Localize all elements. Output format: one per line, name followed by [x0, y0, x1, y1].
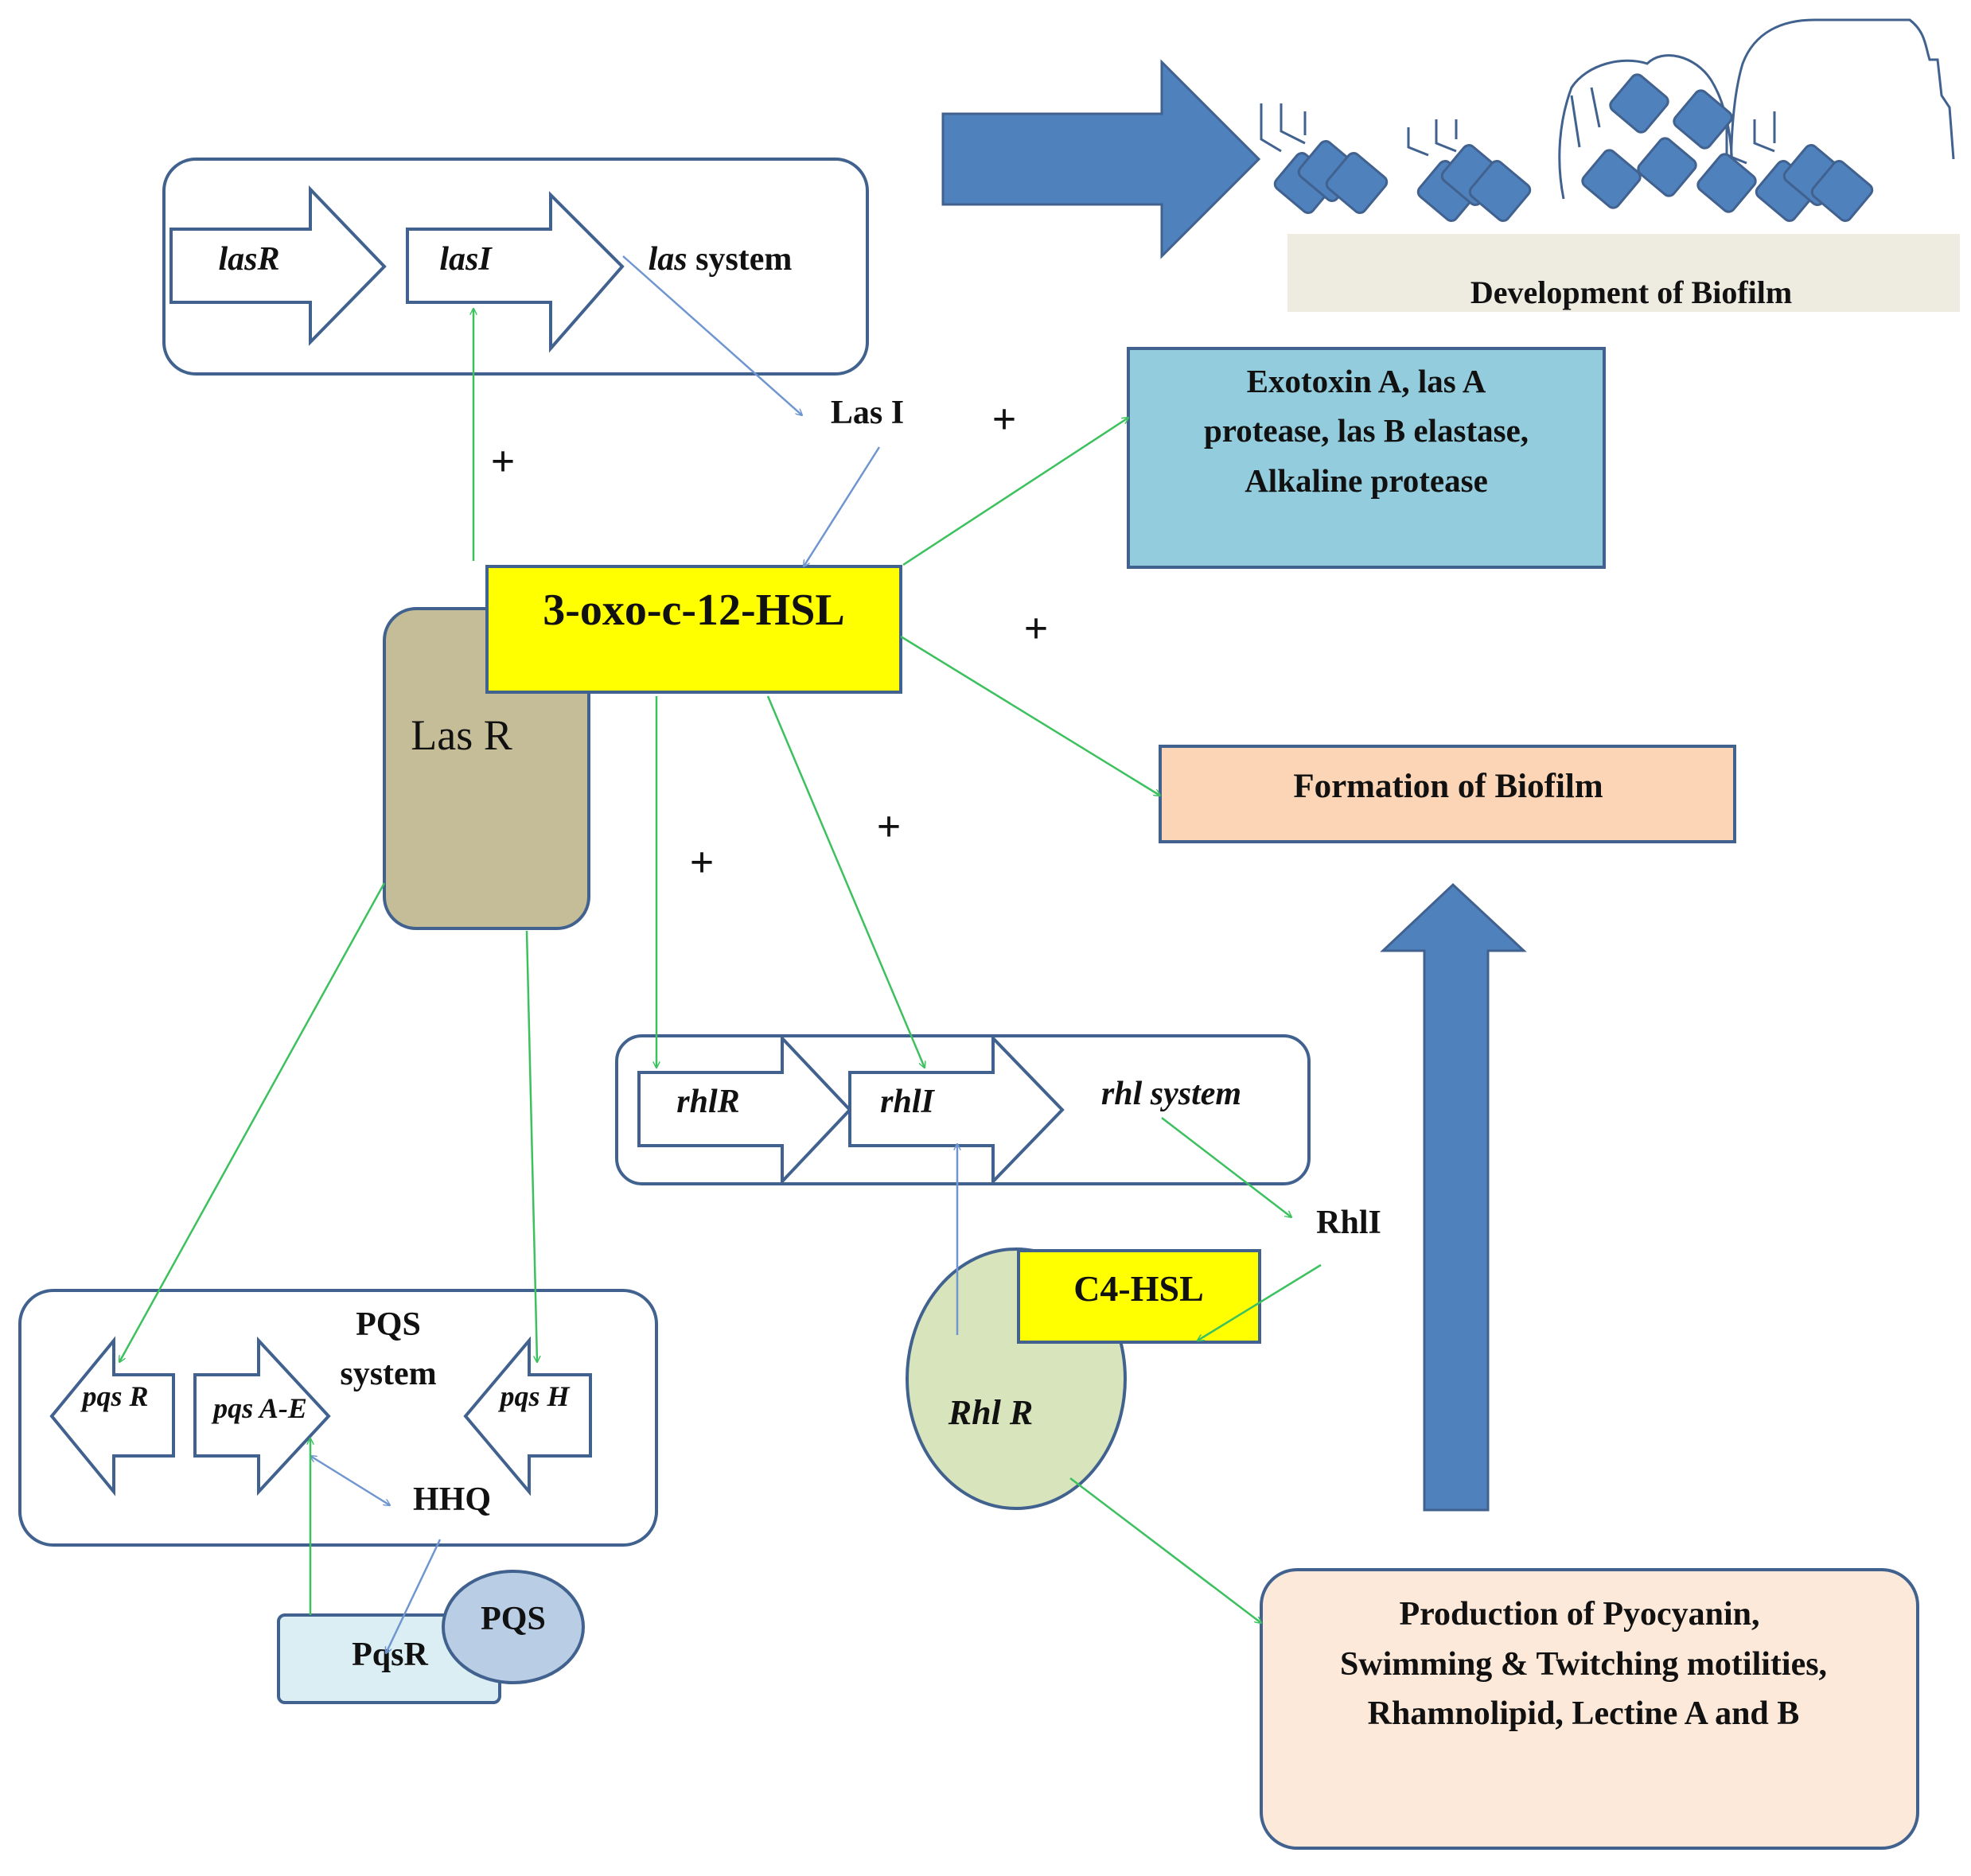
plus-sign-biofilm: +: [1024, 605, 1049, 652]
rhl-i-protein-label: RhlI: [1316, 1205, 1381, 1241]
bacterial-cells: [1273, 73, 1874, 222]
hsl-to-exotoxin: [902, 418, 1128, 566]
production-line-3: Rhamnolipid, Lectine A and B: [1368, 1695, 1800, 1732]
hsl-main-box: [485, 565, 902, 694]
rhl-system-label: rhl system: [1101, 1076, 1241, 1112]
lasI-protein-to-hsl: [804, 446, 881, 566]
pqs-label: PQS: [481, 1601, 546, 1637]
rhlI-protein-to-c4-hsl: [1198, 1263, 1322, 1341]
hsl-to-biofilm-formation: [900, 635, 1160, 796]
biofilm-outline-2: [1729, 18, 1955, 200]
biofilm-formation-box: [1159, 745, 1736, 843]
lasR-to-pqsH-gene: [525, 930, 537, 1362]
lasR-to-pqsR-gene: [119, 882, 386, 1362]
lasR-gene-label: lasR: [218, 241, 279, 278]
biofilm-development-label: Development of Biofilm: [1470, 274, 1792, 310]
pqsA-E-gene-arrow: [193, 1336, 331, 1497]
big-up-arrow: [1380, 882, 1527, 1512]
pqs-system-title-1: PQS: [356, 1306, 421, 1343]
rhlI-gene-arrow: [848, 1034, 1065, 1185]
big-right-arrow: [941, 59, 1261, 259]
exotoxin-box: [1127, 347, 1606, 569]
pqs-system-container: [18, 1289, 658, 1547]
biofilm-development-illustration: Development of Biofilm: [941, 18, 1960, 312]
hhq-to-pqsr: [386, 1539, 442, 1653]
production-line-2: Swimming & Twitching motilities,: [1340, 1646, 1827, 1683]
pqs-signal: [442, 1570, 585, 1684]
production-line-1: Production of Pyocyanin,: [1399, 1596, 1759, 1633]
lasI-gene-label: lasI: [439, 241, 493, 278]
rhlI-gene-label: rhlI: [880, 1084, 935, 1120]
las-system-to-lasI-protein: [622, 255, 802, 415]
biofilm-substrate: [1287, 234, 1960, 312]
plus-signs: + + + + +: [491, 395, 1049, 886]
hhq-label: HHQ: [413, 1481, 491, 1518]
exotoxin-line-3: Alkaline protease: [1245, 462, 1488, 499]
pqsR-gene-arrow: [49, 1336, 175, 1497]
connectors: [119, 255, 1322, 1653]
pqs-system-title-2: system: [340, 1356, 436, 1392]
hsl-to-rhlI-gene: [766, 695, 925, 1068]
pqsA-E-hhq-link: [310, 1456, 390, 1505]
plus-sign-exotoxin: +: [992, 395, 1017, 443]
biofilm-formation-label: Formation of Biofilm: [1293, 768, 1603, 805]
pqs-r-gene-label: pqs R: [80, 1380, 148, 1412]
rhl-system-box: rhlR rhlI rhl system: [615, 1033, 1311, 1186]
cell-stalks: [1260, 87, 1776, 165]
rhlR-gene-arrow: [637, 1033, 852, 1186]
las-system-box: lasR lasI las system: [162, 158, 869, 376]
production-box: [1260, 1568, 1919, 1850]
las-r-label: Las R: [411, 711, 512, 759]
c4-hsl-label: C4-HSL: [1073, 1268, 1204, 1309]
plus-sign-rhlR: +: [690, 839, 715, 886]
exotoxin-line-1: Exotoxin A, las A: [1247, 363, 1486, 399]
hsl-main-label: 3-oxo-c-12-HSL: [543, 586, 845, 635]
lasI-gene-arrow: [406, 191, 625, 353]
rhlR-to-production: [1069, 1477, 1261, 1623]
plus-sign-lasI: +: [491, 438, 516, 485]
exotoxin-line-2: protease, las B elastase,: [1204, 412, 1529, 449]
lasR-gene-arrow: [169, 185, 387, 346]
pqs-system-box: PQS system pqs R pqs A-E pqs H HHQ: [18, 1289, 658, 1547]
las-i-protein-label: Las I: [831, 395, 904, 431]
las-system-label: las system: [649, 241, 793, 278]
pqsH-gene-arrow: [463, 1336, 592, 1497]
plus-sign-rhlI: +: [877, 803, 902, 850]
pqs-h-gene-label: pqs H: [497, 1380, 570, 1412]
rhl-r-label: Rhl R: [948, 1393, 1033, 1432]
rhlR-gene-label: rhlR: [676, 1084, 739, 1120]
pqs-a-e-gene-label: pqs A-E: [211, 1392, 307, 1424]
rhl-system-to-rhlI-protein: [1161, 1117, 1291, 1217]
